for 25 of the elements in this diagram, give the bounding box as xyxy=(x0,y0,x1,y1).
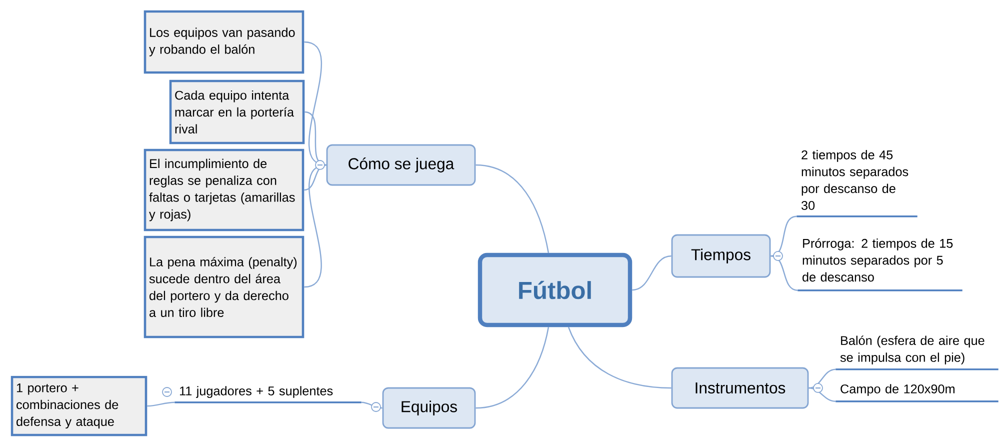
underlined-text: 11 jugadores + 5 suplentes xyxy=(174,386,362,404)
subtopic-box: La pena máxima (penalty) sucede dentro del área del portero y da derecho a un tiro libre xyxy=(144,236,304,338)
connector xyxy=(304,164,326,288)
connector xyxy=(770,255,798,291)
connector xyxy=(808,387,836,402)
subtopic-box: Cada equipo intenta marcar en la portería rival xyxy=(169,80,305,144)
underlined-text: Prórroga: 2 tiempos de 15 minutos separados por 5 de descanso xyxy=(798,238,962,292)
central-topic-box: Fútbol xyxy=(478,252,632,328)
connector xyxy=(476,164,550,254)
connector xyxy=(147,402,175,407)
connector xyxy=(568,326,672,389)
underlined-text: Campo de 120x90m xyxy=(836,384,998,402)
subtopic-box: El incumplimiento de reglas se penaliza con faltas o tarjetas (amarillas y rojas) xyxy=(144,148,304,232)
subtopic-box: 1 portero + combinaciones de defensa y ataque xyxy=(10,376,148,436)
topic-box: Cómo se juega xyxy=(326,144,476,186)
subtopic-box: Los equipos van pasando y robando el balón xyxy=(144,10,304,74)
topic-box: Instrumentos xyxy=(671,367,809,409)
connector xyxy=(770,216,797,257)
underlined-text: 2 tiempos de 45 minutos separados por descanso de 30 xyxy=(796,150,918,218)
connector xyxy=(476,326,550,409)
topic-box: Equipos xyxy=(382,387,476,429)
connector xyxy=(808,368,836,389)
underlined-text: Balón (esfera de aire que se impulsa con el pie) xyxy=(836,336,998,370)
topic-box: Tiempos xyxy=(671,234,771,278)
connector xyxy=(632,255,672,291)
